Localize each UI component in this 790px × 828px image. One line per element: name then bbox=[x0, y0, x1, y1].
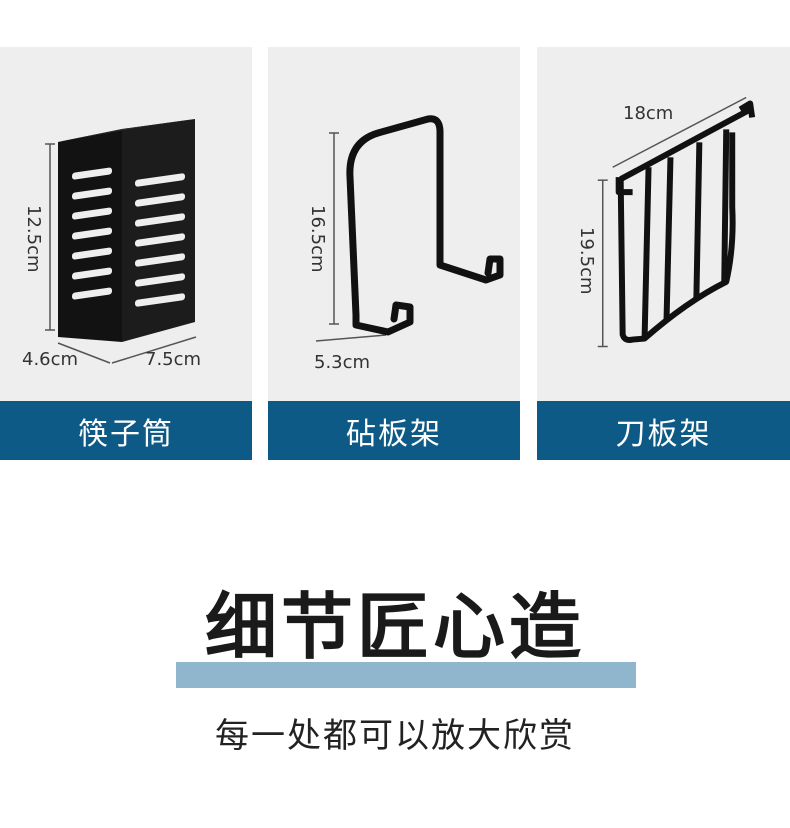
chopstick-holder-image bbox=[45, 119, 197, 364]
product-card-cutting-board-rack: 16.5cm 5.3cm 砧板架 bbox=[268, 47, 520, 460]
cutting-board-rack-image bbox=[315, 115, 504, 342]
knife-rack-image bbox=[597, 96, 756, 348]
product-card-chopstick-holder: 12.5cm 4.6cm 7.5cm 筷子筒 bbox=[0, 47, 252, 460]
cutting-board-rack-name: 砧板架 bbox=[268, 401, 520, 460]
knife-rack-name: 刀板架 bbox=[537, 401, 790, 460]
chopstick-holder-height-label: 12.5cm bbox=[23, 205, 44, 273]
chopstick-holder-depth-label: 4.6cm bbox=[22, 349, 79, 370]
page-headline: 细节匠心造 bbox=[204, 585, 585, 669]
knife-rack-width-label: 18cm bbox=[623, 103, 674, 124]
cutting-board-rack-width-label: 5.3cm bbox=[314, 352, 371, 373]
chopstick-holder-name: 筷子筒 bbox=[0, 401, 252, 460]
knife-rack-height-label: 19.5cm bbox=[576, 227, 597, 295]
page-subline: 每一处都可以放大欣赏 bbox=[215, 716, 575, 756]
product-card-knife-rack: 18cm 19.5cm 刀板架 bbox=[537, 47, 790, 460]
chopstick-holder-width-label: 7.5cm bbox=[145, 349, 202, 370]
cutting-board-rack-height-label: 16.5cm bbox=[307, 205, 328, 273]
headline-underline-band bbox=[176, 662, 636, 688]
